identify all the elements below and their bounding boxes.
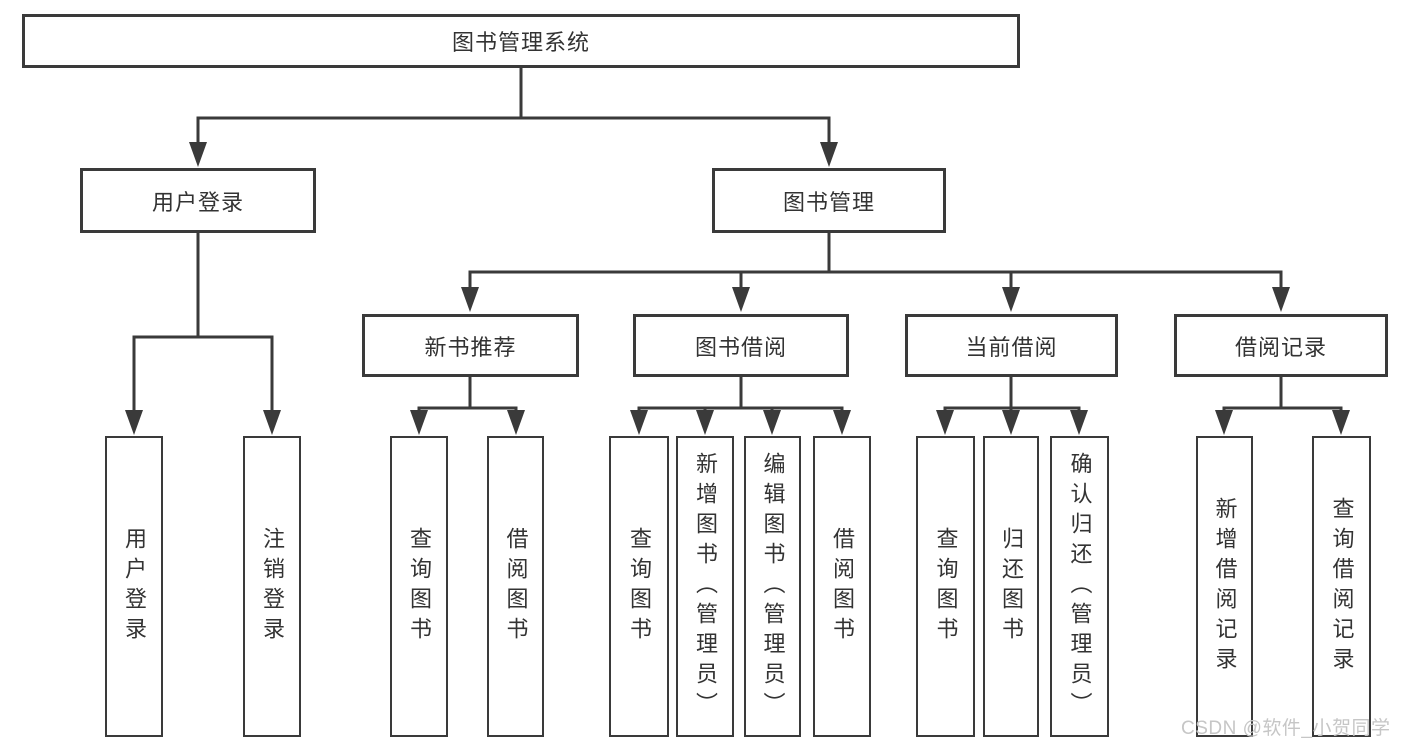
leaf-edit-books-admin: 编辑图书（管理员） xyxy=(744,436,801,737)
leaf-label: 用户登录 xyxy=(122,526,147,647)
leaf-borrow-books: 借阅图书 xyxy=(813,436,871,737)
leaf-label: 查询图书 xyxy=(933,526,959,647)
leaf-label: 查询图书 xyxy=(627,526,652,647)
leaf-logout: 注销登录 xyxy=(243,436,301,737)
leaf-return-books: 归还图书 xyxy=(983,436,1039,737)
node-book-management-label: 图书管理 xyxy=(782,189,875,215)
node-current-borrow: 当前借阅 xyxy=(905,314,1118,377)
csdn-watermark: CSDN @软件_小贺同学 xyxy=(1181,718,1391,739)
node-user-login: 用户登录 xyxy=(80,168,316,233)
leaf-label: 查询图书 xyxy=(407,526,432,647)
node-borrow-records: 借阅记录 xyxy=(1174,314,1388,377)
node-new-book-recommend: 新书推荐 xyxy=(362,314,579,377)
leaf-label: 查询借阅记录 xyxy=(1329,496,1355,677)
node-new-book-recommend-label: 新书推荐 xyxy=(424,334,517,360)
leaf-query-borrow-record: 查询借阅记录 xyxy=(1312,436,1371,737)
node-user-login-label: 用户登录 xyxy=(151,189,244,215)
leaf-user-login: 用户登录 xyxy=(105,436,163,737)
leaf-label: 借阅图书 xyxy=(503,526,529,647)
leaf-confirm-return-admin: 确认归还（管理员） xyxy=(1050,436,1109,737)
leaf-add-books-admin: 新增图书（管理员） xyxy=(676,436,734,737)
leaf-label: 归还图书 xyxy=(999,526,1024,647)
node-book-management: 图书管理 xyxy=(712,168,946,233)
leaf-query-books-recommend: 查询图书 xyxy=(390,436,448,737)
leaf-label: 确认归还（管理员） xyxy=(1067,451,1093,722)
leaf-query-books-borrow: 查询图书 xyxy=(609,436,669,737)
leaf-label: 借阅图书 xyxy=(830,526,855,647)
leaf-label: 注销登录 xyxy=(260,526,285,647)
leaf-label: 新增借阅记录 xyxy=(1212,496,1238,677)
node-root-label: 图书管理系统 xyxy=(451,30,590,55)
leaf-query-books-current: 查询图书 xyxy=(916,436,975,737)
node-borrow-records-label: 借阅记录 xyxy=(1234,334,1327,360)
leaf-label: 编辑图书（管理员） xyxy=(760,451,786,722)
leaf-add-borrow-record: 新增借阅记录 xyxy=(1196,436,1253,737)
node-current-borrow-label: 当前借阅 xyxy=(965,334,1058,360)
node-root: 图书管理系统 xyxy=(22,14,1020,68)
leaf-label: 新增图书（管理员） xyxy=(693,451,718,722)
node-book-borrow: 图书借阅 xyxy=(633,314,849,377)
leaf-borrow-books-recommend: 借阅图书 xyxy=(487,436,544,737)
node-book-borrow-label: 图书借阅 xyxy=(694,334,787,360)
